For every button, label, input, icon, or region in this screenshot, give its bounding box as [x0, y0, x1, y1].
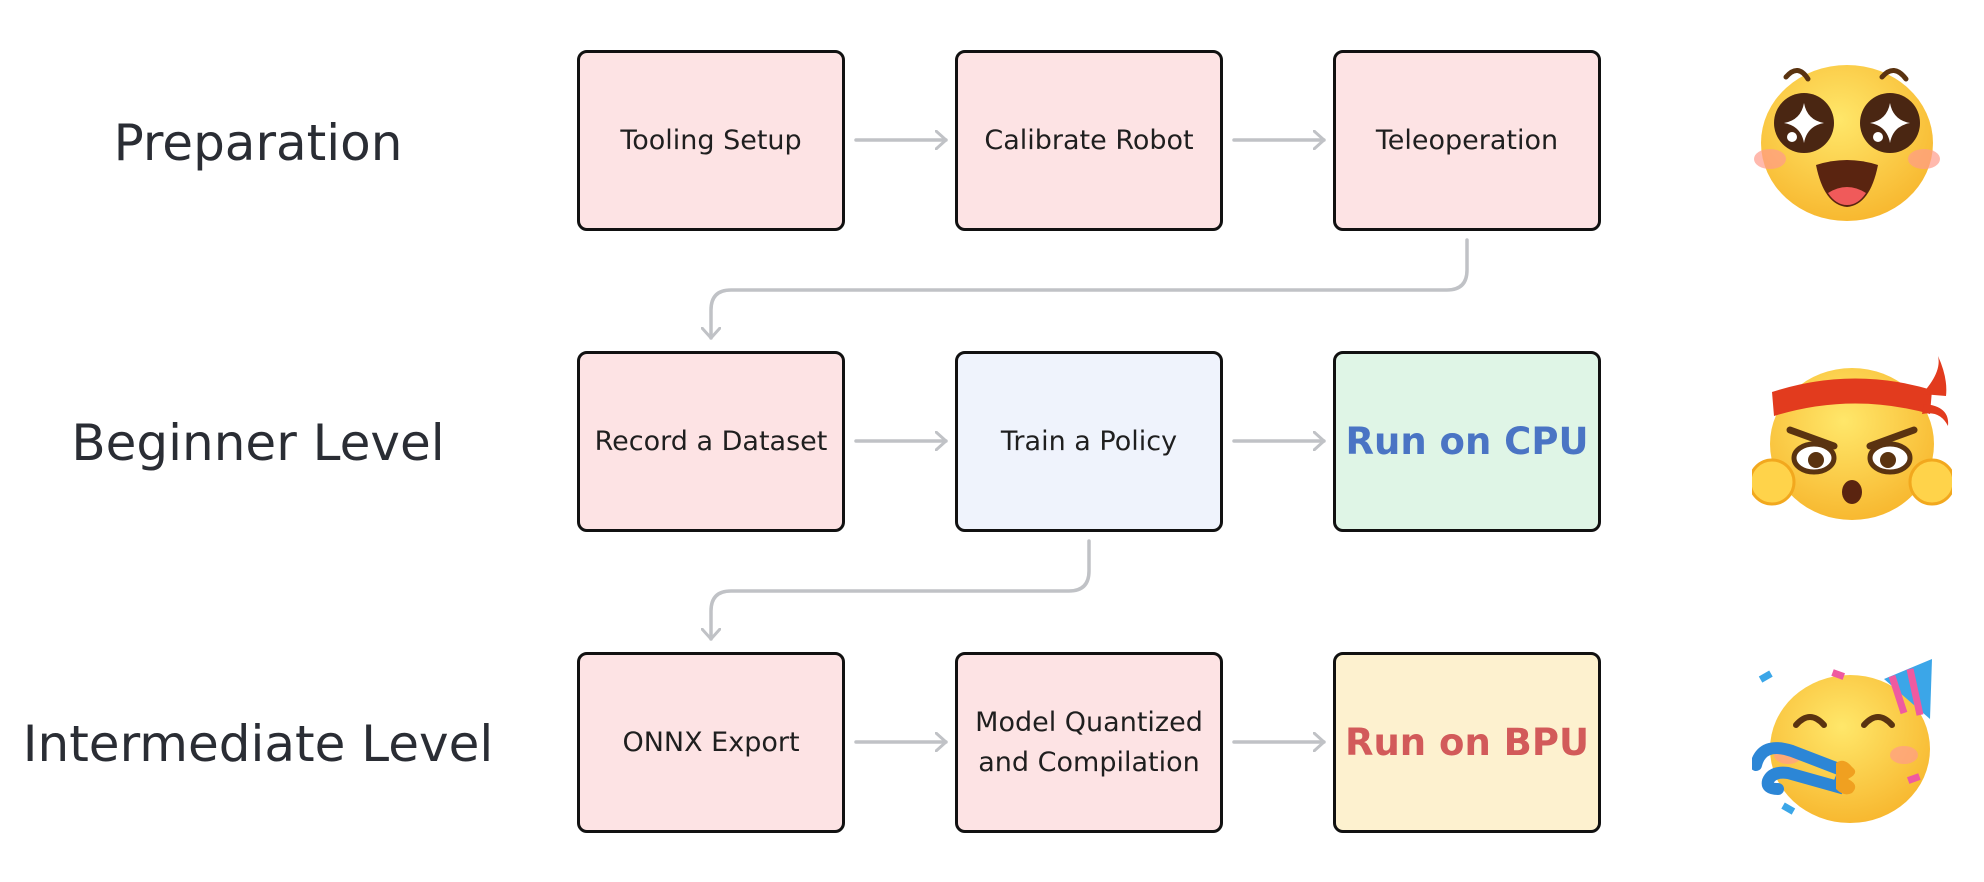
row-label-intermediate-level: Intermediate Level — [22, 715, 494, 773]
step-train-policy: Train a Policy — [955, 351, 1223, 532]
step-label: Run on CPU — [1345, 419, 1589, 463]
step-label: Train a Policy — [1000, 425, 1178, 457]
row-label-preparation: Preparation — [113, 114, 403, 172]
step-label-line1: Model Quantized — [975, 707, 1203, 739]
step-calibrate-robot: Calibrate Robot — [955, 50, 1223, 231]
determined-headband-face-icon — [1752, 356, 1952, 520]
step-label: Calibrate Robot — [984, 124, 1194, 156]
step-teleoperation: Teleoperation — [1333, 50, 1601, 231]
step-label-line2: and Compilation — [978, 746, 1200, 778]
step-run-on-cpu: Run on CPU — [1333, 351, 1601, 532]
step-record-dataset: Record a Dataset — [577, 351, 845, 532]
step-label: Tooling Setup — [620, 124, 802, 156]
row-label-beginner-level: Beginner Level — [71, 414, 445, 472]
star-eyes-face-icon — [1754, 65, 1940, 221]
step-run-on-bpu: Run on BPU — [1333, 652, 1601, 833]
arrow-train-to-onnx — [711, 539, 1091, 641]
arrow-teleoperation-to-record — [711, 238, 1469, 340]
step-onnx-export: ONNX Export — [577, 652, 845, 833]
step-model-quantized: Model Quantized and Compilation — [955, 652, 1223, 833]
party-face-icon — [1752, 659, 1932, 823]
step-label: Teleoperation — [1375, 124, 1559, 156]
step-label: Run on BPU — [1344, 720, 1590, 764]
step-label: Record a Dataset — [594, 425, 828, 457]
step-label: ONNX Export — [622, 726, 800, 758]
step-tooling-setup: Tooling Setup — [577, 50, 845, 231]
